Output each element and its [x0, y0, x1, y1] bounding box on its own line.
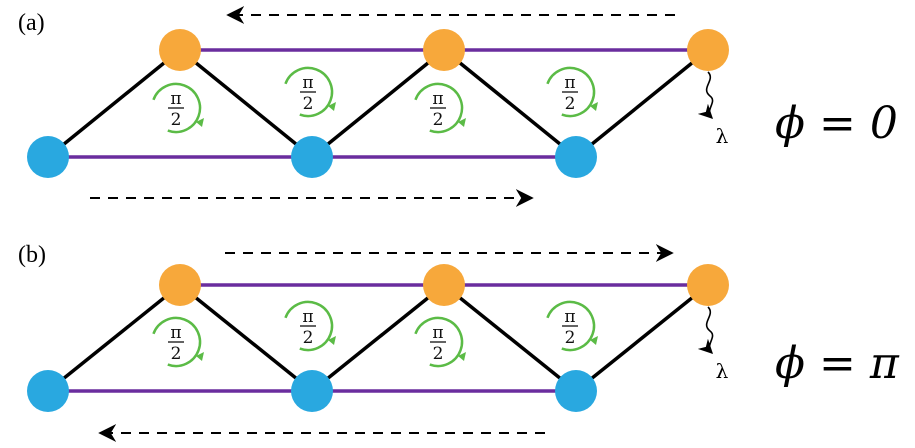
flux-denominator: 2 — [565, 94, 576, 114]
panel-label: (b) — [18, 242, 46, 268]
diagonal-bond — [442, 48, 578, 159]
flux-marker: π 2 — [284, 300, 336, 352]
flux-numerator: π — [170, 89, 181, 109]
bottom-site — [27, 136, 69, 178]
decay-arrow-icon — [697, 306, 714, 355]
bottom-site — [555, 370, 597, 412]
flux-numerator: π — [432, 323, 443, 343]
arrowhead-icon — [590, 102, 598, 111]
flux-numerator: π — [564, 73, 575, 93]
flux-denominator: 2 — [303, 94, 314, 114]
arrowhead-icon — [590, 336, 598, 345]
arrowhead-icon — [458, 118, 466, 127]
top-site — [159, 29, 201, 71]
decay-label: λ — [716, 359, 729, 383]
flux-marker: π 2 — [546, 300, 598, 352]
arrowhead-icon — [196, 352, 204, 361]
top-site — [159, 264, 201, 306]
clockwise-arrow-icon — [414, 82, 464, 134]
diagonal-bond — [178, 48, 314, 159]
flux-denominator: 2 — [433, 110, 444, 130]
clockwise-arrow-icon — [546, 300, 596, 352]
panel-a: (a) π 2 π 2 — [18, 6, 898, 207]
clockwise-arrow-icon — [152, 82, 202, 134]
diagonal-bond — [574, 48, 710, 159]
flux-denominator: 2 — [565, 328, 576, 348]
top-site — [423, 29, 465, 71]
diagonal-bond — [310, 283, 446, 393]
bottom-site — [291, 370, 333, 412]
flux-numerator: π — [564, 307, 575, 327]
panel-label: (a) — [18, 10, 45, 36]
flux-denominator: 2 — [171, 110, 182, 130]
clockwise-arrow-icon — [414, 316, 464, 368]
clockwise-arrow-icon — [284, 66, 334, 118]
flux-numerator: π — [302, 73, 313, 93]
arrowhead-icon — [196, 118, 204, 127]
clockwise-arrow-icon — [152, 316, 202, 368]
flux-marker: π 2 — [414, 82, 466, 134]
diagonal-bond — [46, 48, 182, 159]
flux-denominator: 2 — [171, 344, 182, 364]
decay-arrow-icon — [697, 71, 714, 120]
diagonal-bond — [442, 283, 578, 393]
bottom-site — [291, 136, 333, 178]
diagonal-bond — [46, 283, 182, 393]
diagonal-bonds — [46, 48, 710, 159]
lattice-sites — [27, 29, 729, 178]
flux-marker: π 2 — [152, 316, 204, 368]
arrowhead-icon — [458, 352, 466, 361]
clockwise-arrow-icon — [546, 66, 596, 118]
clockwise-arrow-icon — [284, 300, 334, 352]
panel-b: (b) π 2 π 2 — [18, 242, 900, 442]
diagonal-bonds — [46, 283, 710, 393]
phase-label: ϕ = 0 — [775, 98, 898, 149]
flux-numerator: π — [170, 323, 181, 343]
bottom-site — [27, 370, 69, 412]
flux-marker: π 2 — [414, 316, 466, 368]
bottom-site — [555, 136, 597, 178]
arrowhead-icon — [328, 102, 336, 111]
top-site — [687, 29, 729, 71]
flux-marker: π 2 — [152, 82, 204, 134]
diagonal-bond — [574, 283, 710, 393]
flux-denominator: 2 — [303, 328, 314, 348]
flux-denominator: 2 — [433, 344, 444, 364]
phase-label: ϕ = π — [775, 338, 900, 389]
diagonal-bond — [310, 48, 446, 159]
arrowhead-icon — [328, 336, 336, 345]
top-site — [423, 264, 465, 306]
flux-numerator: π — [302, 307, 313, 327]
flux-marker: π 2 — [284, 66, 336, 118]
flux-marker: π 2 — [546, 66, 598, 118]
top-site — [687, 264, 729, 306]
flux-numerator: π — [432, 89, 443, 109]
lattice-sites — [27, 264, 729, 412]
decay-label: λ — [716, 124, 729, 148]
diagonal-bond — [178, 283, 314, 393]
